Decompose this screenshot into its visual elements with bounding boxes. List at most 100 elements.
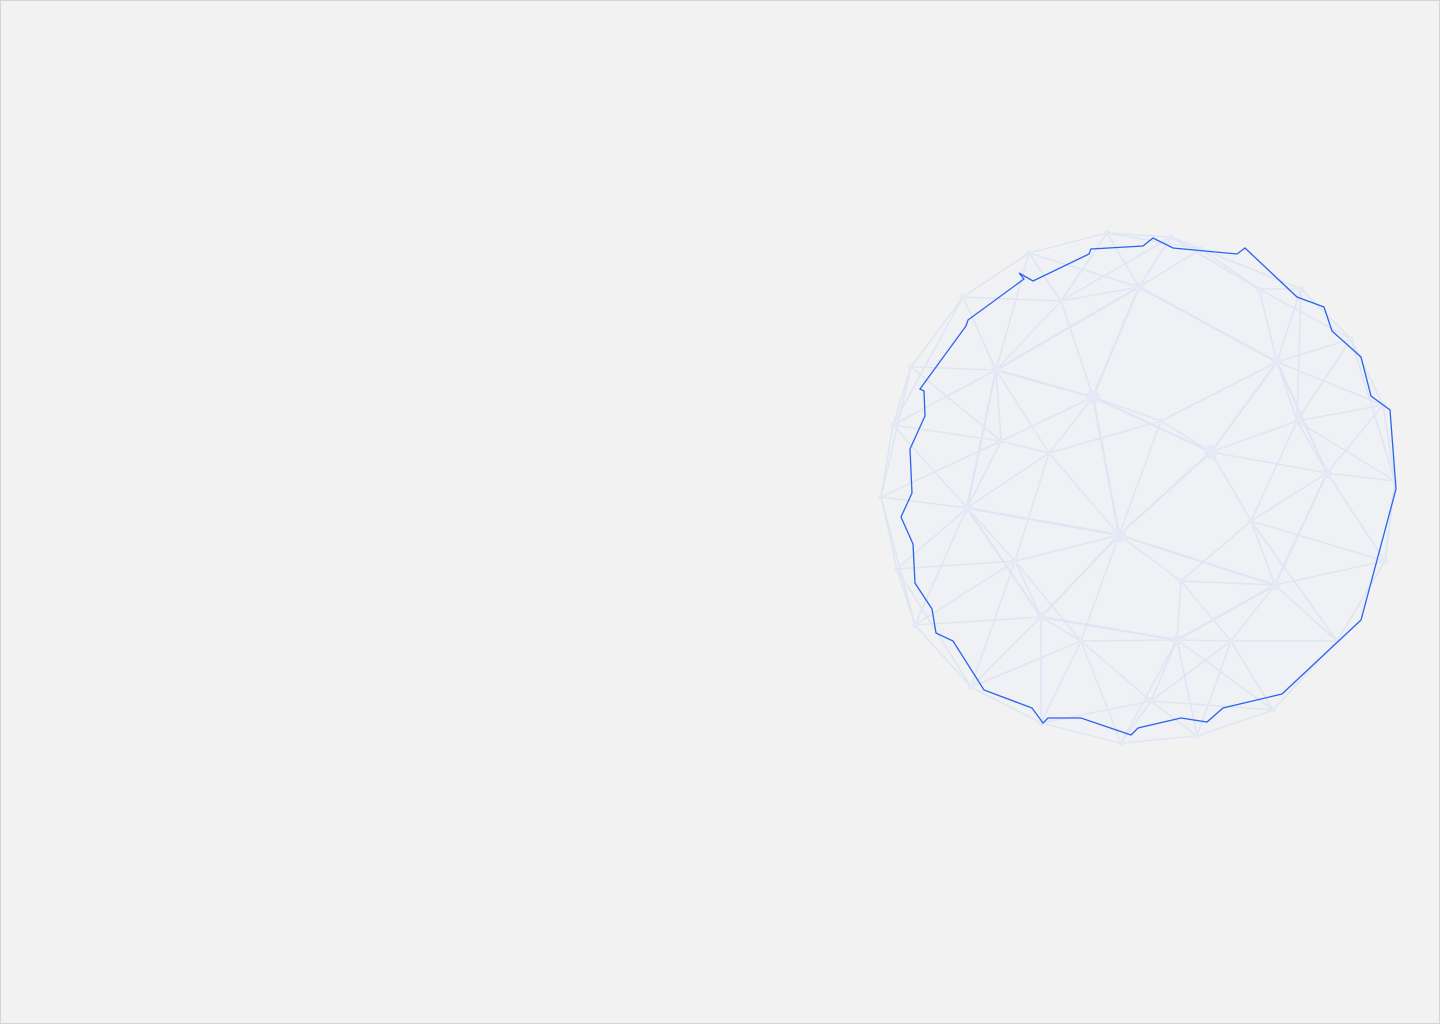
mesh-node <box>1046 450 1052 456</box>
mesh-edge <box>1382 404 1396 482</box>
mesh-edge <box>962 296 997 371</box>
mesh-node <box>960 294 966 300</box>
mesh-node <box>962 503 972 513</box>
mesh-edge <box>970 616 1042 688</box>
mesh-edge <box>892 424 968 509</box>
mesh-chord <box>1118 451 1212 536</box>
mesh-node <box>1204 445 1218 459</box>
mesh-edge <box>1120 735 1198 744</box>
mesh-edge <box>1048 452 1120 536</box>
mesh-edge <box>1080 639 1178 642</box>
mesh-edge <box>1176 639 1274 711</box>
sphere-fill <box>891 235 1395 739</box>
mesh-edge <box>1180 580 1276 586</box>
mesh-chord <box>965 369 998 509</box>
mesh-edge <box>1028 232 1108 254</box>
mesh-edge <box>1210 451 1328 474</box>
mesh-chord <box>1275 361 1329 474</box>
mesh-node <box>1270 707 1276 713</box>
mesh-edge <box>1274 560 1386 586</box>
mesh-chord <box>1091 286 1141 398</box>
mesh-chord <box>1274 472 1328 586</box>
mesh-node <box>1112 528 1126 542</box>
mesh-edge <box>962 252 1030 298</box>
mesh-node <box>1194 733 1200 739</box>
mesh-edge <box>892 296 964 426</box>
mesh-edge <box>970 686 1042 724</box>
mesh-chord <box>995 368 1094 399</box>
mesh-edge <box>1196 640 1232 737</box>
mesh-chord <box>1118 533 1276 587</box>
mesh-node <box>1134 282 1144 292</box>
mesh-edge <box>1210 420 1298 453</box>
mesh-edge <box>1000 440 1050 454</box>
mesh-edge <box>1150 639 1178 702</box>
mesh-node <box>1036 612 1046 622</box>
mesh-edge <box>1180 520 1252 582</box>
mesh-edge <box>1040 640 1082 724</box>
mesh-edge <box>1150 640 1232 702</box>
mesh-edge <box>1120 639 1178 744</box>
mesh-edge <box>1106 232 1172 238</box>
mesh-node <box>1118 740 1124 746</box>
mesh-node <box>1334 638 1340 644</box>
mesh-edge <box>1118 534 1182 582</box>
mesh-node <box>1104 230 1110 236</box>
mesh-edge <box>914 507 968 626</box>
mesh-node <box>968 684 974 690</box>
mesh-node <box>912 622 918 628</box>
mesh-edge <box>995 369 1050 454</box>
mesh-edge <box>966 440 1002 509</box>
mesh-edge <box>1350 338 1396 482</box>
mesh-edge <box>1296 288 1302 422</box>
mesh-node <box>1382 558 1388 564</box>
mesh-edge <box>1326 472 1396 482</box>
mesh-edge <box>1170 236 1260 290</box>
mesh-edge <box>1230 584 1276 642</box>
mesh-edge <box>1200 248 1302 290</box>
mesh-edge <box>966 507 1016 562</box>
mesh-node <box>878 494 884 500</box>
mesh-edge <box>1296 420 1396 482</box>
mesh-edge <box>1250 520 1386 562</box>
mesh-edge <box>1276 288 1302 363</box>
mesh-edge <box>910 366 1002 442</box>
mesh-edge <box>1060 286 1140 302</box>
mesh-chord <box>1092 396 1212 453</box>
mesh-node <box>1012 558 1018 564</box>
mesh-edge <box>1080 640 1152 702</box>
mesh-node <box>1298 286 1304 292</box>
sphere-outline <box>900 237 1397 736</box>
mesh-edge <box>910 296 964 368</box>
mesh-edge <box>1080 640 1122 744</box>
mesh-node <box>1158 418 1164 424</box>
mesh-edge <box>1160 420 1212 453</box>
mesh-edge <box>1000 396 1094 442</box>
mesh-edge <box>880 496 916 626</box>
mesh-edge <box>880 366 912 498</box>
mesh-edge <box>995 252 1030 371</box>
mesh-edge <box>892 424 1002 442</box>
mesh-edge <box>1014 560 1042 618</box>
mesh-chord <box>1040 534 1120 618</box>
mesh-node <box>1270 580 1280 590</box>
mesh-node <box>1172 635 1182 645</box>
mesh-edge <box>1326 404 1384 474</box>
mesh-edge <box>896 568 972 688</box>
mesh-edge <box>970 560 1016 688</box>
mesh-edge <box>1048 396 1094 454</box>
mesh-node <box>1228 638 1234 644</box>
mesh-edge <box>1210 451 1252 522</box>
mesh-node <box>1294 418 1300 424</box>
mesh-chord <box>1138 286 1278 363</box>
mesh-chord <box>1040 615 1178 642</box>
mesh-edge <box>1274 584 1338 642</box>
mesh-edge <box>1014 452 1050 562</box>
mesh-node <box>1058 298 1064 304</box>
mesh-edge <box>914 560 1016 626</box>
mesh-edge <box>1092 396 1162 422</box>
mesh-edge <box>966 452 1050 509</box>
mesh-node <box>991 365 1001 375</box>
